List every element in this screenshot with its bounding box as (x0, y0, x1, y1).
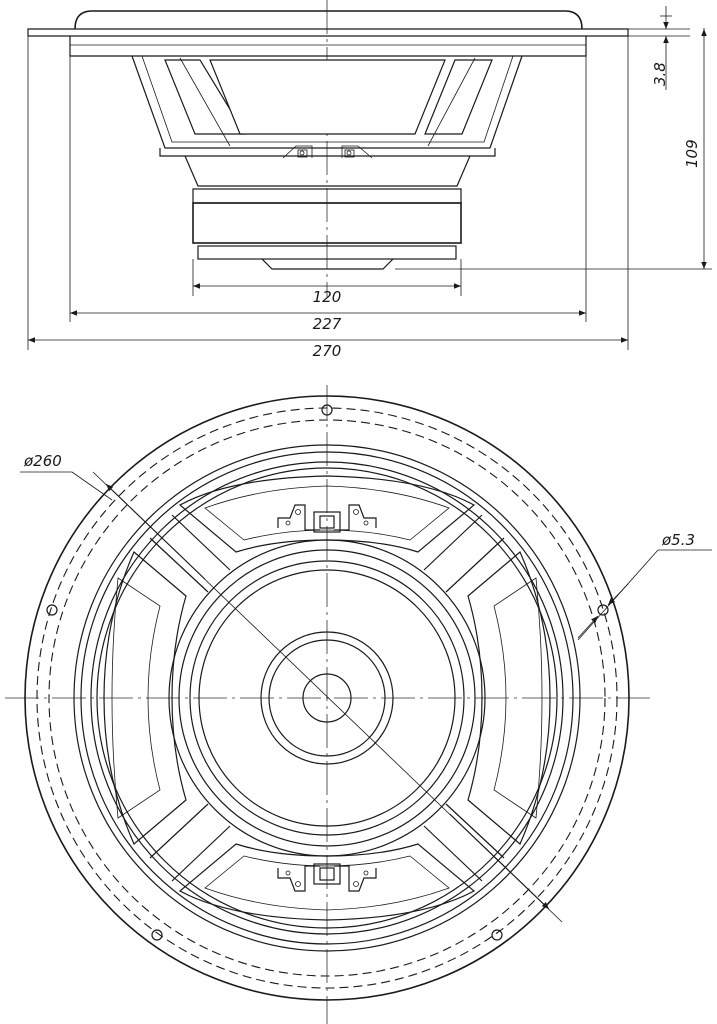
outer-flange-circle (24, 395, 630, 1001)
dim-bolt-circle: ø260 (20, 452, 563, 923)
dim-mount-hole-label: ø5.3 (661, 531, 695, 549)
basket-window-top (178, 475, 476, 553)
terminals-top (277, 504, 377, 533)
mount-hole-left (46, 604, 58, 616)
bolt-circle-outer-dashed (36, 407, 618, 989)
cone-outer-circle (168, 539, 486, 857)
basket-spokes (149, 514, 505, 882)
back-plate (197, 245, 457, 260)
dim-magnet-diameter-label: 120 (313, 288, 342, 306)
cone-circle-4 (198, 569, 456, 827)
surround-inner-circle (90, 461, 564, 935)
basket-window-right (467, 551, 551, 845)
side-view: 3.8 109 120 227 (27, 0, 712, 360)
dim-magnet-diameter: 120 (192, 259, 462, 306)
spoke-bottom-left (149, 803, 231, 882)
basket-rim-circle (96, 467, 558, 929)
mounting-holes (46, 404, 609, 941)
dim-overall-width: 270 (27, 36, 629, 360)
mount-hole-top (321, 404, 333, 416)
dim-flange-thickness: 3.8 (628, 6, 690, 90)
dim-bolt-circle-label: ø260 (23, 452, 62, 470)
terminals-bottom (277, 863, 377, 892)
spoke-bottom-right (423, 803, 505, 882)
pole-piece (261, 258, 394, 270)
basket-window-left (103, 551, 187, 845)
front-flange (27, 28, 629, 37)
dust-cap-inner-circle (268, 639, 386, 757)
basket-windows (103, 475, 551, 921)
cone-circle-2 (178, 549, 476, 847)
dim-basket-diameter-label: 227 (313, 315, 342, 333)
dim-total-depth: 109 (395, 28, 712, 270)
front-ring (69, 36, 587, 57)
surround-outer-circle (80, 451, 574, 945)
mount-hole-bottom-left (151, 929, 163, 941)
bolt-circle-inner-dashed (48, 419, 606, 977)
front-view: ø260 ø5.3 (5, 385, 712, 1024)
dim-basket-diameter: 227 (69, 56, 587, 333)
magnet-ring (192, 202, 462, 244)
dust-cap-center-circle (302, 673, 352, 723)
spoke-top-right (423, 514, 505, 593)
dust-cap-outer-circle (260, 631, 394, 765)
mount-hole-bottom-right (491, 929, 503, 941)
basket-spoke-left (179, 57, 231, 147)
dim-flange-thickness-label: 3.8 (651, 62, 669, 86)
dim-overall-width-label: 270 (313, 342, 342, 360)
basket-window-center (209, 59, 446, 135)
basket-window-right (424, 59, 493, 135)
cone-circle-3 (189, 560, 465, 836)
side-terminals (282, 145, 373, 159)
basket-spoke-right (427, 57, 476, 147)
surround-top (74, 10, 583, 30)
gasket-circle (73, 444, 581, 952)
basket-base (159, 148, 496, 157)
mount-hole-right (597, 604, 609, 616)
basket-inner-outline (141, 55, 514, 143)
back-plate-neck (184, 155, 471, 187)
basket-window-bottom (178, 843, 476, 921)
dim-mount-hole: ø5.3 (577, 531, 712, 641)
dim-total-depth-label: 109 (683, 139, 701, 168)
basket-outline (131, 55, 523, 149)
spoke-top-left (149, 514, 231, 593)
